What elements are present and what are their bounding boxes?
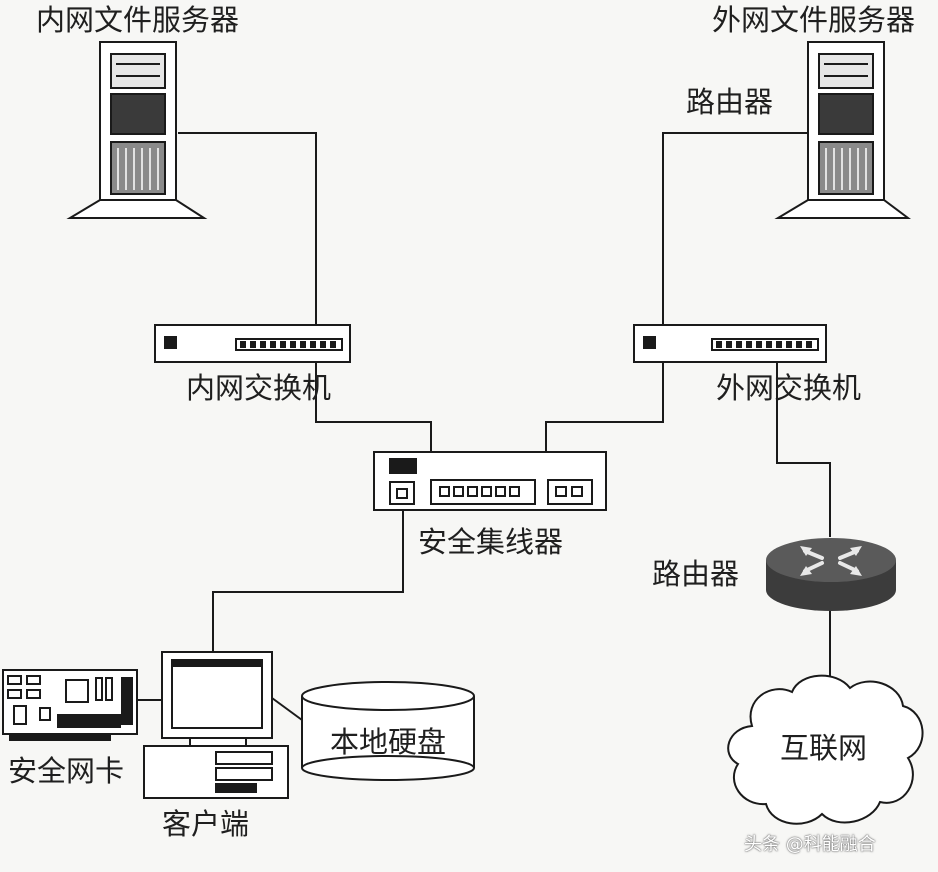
link-extranet-switch-hub	[545, 362, 664, 452]
router-label: 路由器	[652, 557, 740, 591]
client-label: 客户端	[162, 807, 250, 841]
link-disk-client	[271, 697, 303, 721]
extranet-switch-label: 外网交换机	[716, 371, 862, 405]
router-top-label: 路由器	[686, 85, 774, 119]
local-disk-icon	[301, 681, 475, 781]
security-nic-label: 安全网卡	[8, 754, 125, 788]
security-nic-icon	[2, 669, 138, 741]
link-extranet-switch-router	[776, 362, 831, 537]
link-hub-client	[212, 510, 404, 652]
intranet-server-icon	[66, 41, 208, 219]
link-intranet-switch-hub	[315, 362, 432, 452]
client-computer-icon	[143, 651, 289, 799]
link-extranet-server-switch	[662, 132, 808, 325]
intranet-switch-icon	[154, 324, 351, 363]
local-disk-label: 本地硬盘	[330, 725, 447, 759]
security-hub-label: 安全集线器	[418, 525, 564, 559]
intranet-switch-label: 内网交换机	[186, 371, 332, 405]
internet-cloud-icon	[727, 674, 924, 825]
connection-lines	[137, 132, 831, 721]
extranet-switch-icon	[633, 324, 827, 363]
link-intranet-server-switch	[178, 132, 317, 325]
router-icon	[766, 538, 896, 611]
extranet-server-icon	[774, 41, 911, 219]
intranet-server-label: 内网文件服务器	[36, 3, 240, 37]
watermark-text: 头条 @科能融合	[744, 834, 876, 855]
internet-label: 互联网	[780, 731, 868, 765]
extranet-server-label: 外网文件服务器	[712, 3, 916, 37]
security-hub-icon	[373, 451, 607, 511]
